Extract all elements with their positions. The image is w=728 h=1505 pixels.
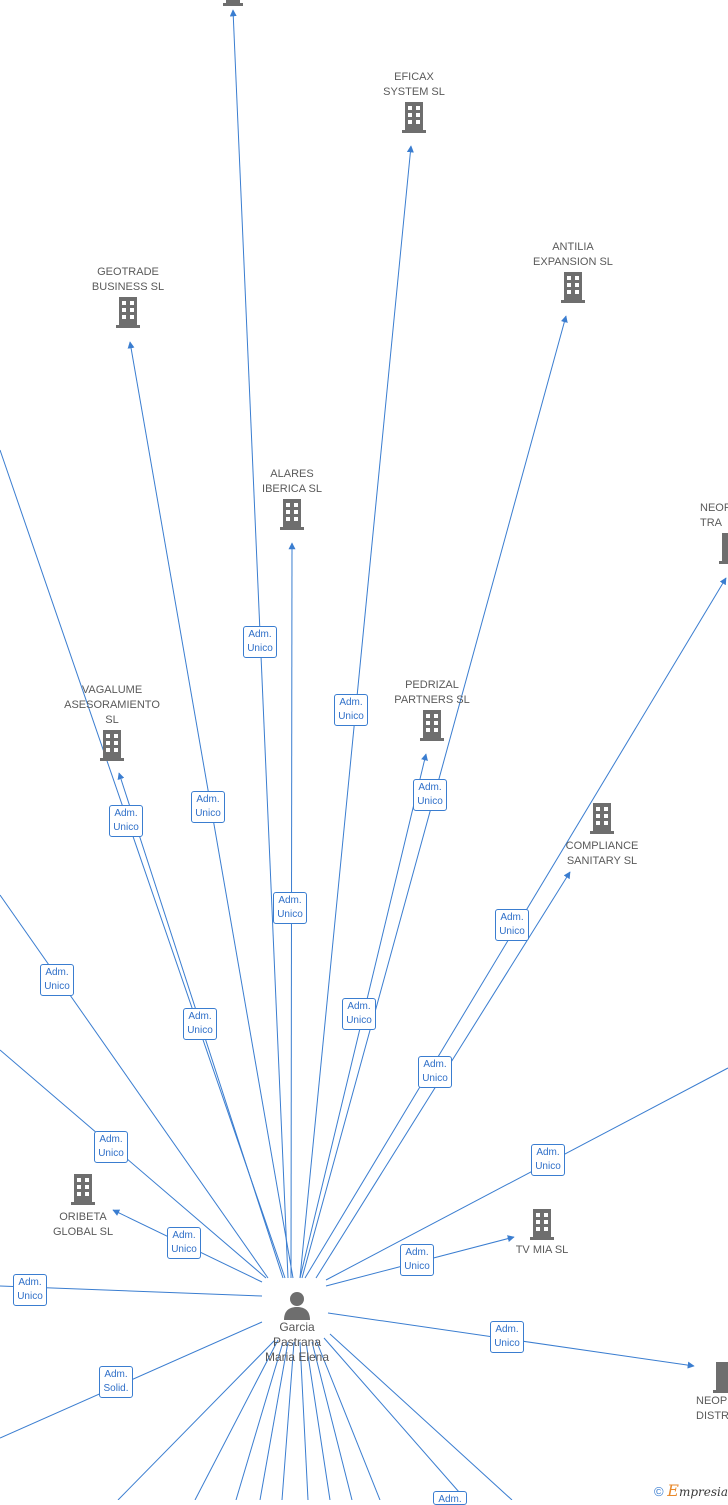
company-node-eficax[interactable]: EFICAX SYSTEM SL bbox=[368, 70, 460, 134]
relation-badge[interactable]: Adm. Solid. bbox=[99, 1366, 133, 1398]
relation-edge bbox=[311, 1341, 353, 1500]
company-node-oribeta[interactable]: ORIBETA GLOBAL SL bbox=[38, 1172, 128, 1240]
relation-badge[interactable]: Adm. Unico bbox=[273, 892, 307, 924]
building-icon bbox=[280, 499, 304, 530]
company-name: EFICAX SYSTEM SL bbox=[383, 71, 445, 98]
person-name: Garcia Pastrana Maria Elena bbox=[264, 1320, 330, 1364]
company-node-neop-distri[interactable]: NEOP DISTRI bbox=[692, 1360, 728, 1424]
person-icon bbox=[284, 1292, 310, 1320]
relation-badge[interactable]: Adm. Unico bbox=[109, 805, 143, 837]
building-icon bbox=[420, 710, 444, 741]
company-node-vagalume[interactable]: VAGALUME ASESORAMIENTO SL bbox=[56, 683, 168, 762]
relation-edge bbox=[194, 1339, 279, 1500]
relation-edge bbox=[281, 1341, 295, 1500]
company-name: NEOP TRA bbox=[700, 502, 728, 529]
relation-edge bbox=[235, 1341, 284, 1500]
relation-edge bbox=[117, 1339, 276, 1500]
relation-edge bbox=[315, 1339, 381, 1500]
relation-badge[interactable]: Adm. Unico bbox=[418, 1056, 452, 1088]
building-icon bbox=[530, 1209, 554, 1240]
building-icon bbox=[116, 297, 140, 328]
relation-badge[interactable]: Adm. Unico bbox=[495, 909, 529, 941]
building-icon bbox=[590, 803, 614, 834]
relation-edge bbox=[305, 1341, 331, 1500]
building-icon bbox=[719, 533, 728, 564]
company-name: ANTILIA EXPANSION SL bbox=[533, 241, 613, 268]
building-icon bbox=[402, 102, 426, 133]
company-name: GEOTRADE BUSINESS SL bbox=[91, 266, 165, 293]
relation-edge bbox=[0, 1049, 267, 1279]
relation-badge[interactable]: Adm. Unico bbox=[342, 998, 376, 1030]
relation-badge[interactable]: Adm. Unico bbox=[490, 1321, 524, 1353]
relation-badge[interactable]: Adm. Unico bbox=[334, 694, 368, 726]
company-name: TV MIA SL bbox=[515, 1244, 569, 1256]
relation-edge bbox=[329, 1333, 513, 1500]
company-node-tvmia[interactable]: TV MIA SL bbox=[500, 1207, 584, 1258]
person-node-center[interactable]: Garcia Pastrana Maria Elena bbox=[252, 1290, 342, 1365]
relation-badge[interactable]: Adm. Unico bbox=[167, 1227, 201, 1259]
relation-badge[interactable]: Adm. Unico bbox=[94, 1131, 128, 1163]
company-name: PEDRIZAL PARTNERS SL bbox=[394, 679, 470, 706]
company-node-neop-tra[interactable]: NEOP TRA bbox=[698, 501, 728, 565]
company-node-top-partial[interactable] bbox=[213, 0, 253, 6]
company-name: ORIBETA GLOBAL SL bbox=[52, 1211, 114, 1238]
company-name: NEOP DISTRI bbox=[696, 1395, 728, 1422]
footer-brand: © Empresia bbox=[654, 1481, 728, 1500]
relation-badge[interactable]: Adm. Unico bbox=[433, 1491, 467, 1505]
building-icon bbox=[71, 1174, 95, 1205]
relation-edge bbox=[325, 1067, 728, 1281]
relation-badge[interactable]: Adm. Unico bbox=[40, 964, 74, 996]
brand-logo-text: mpresia bbox=[678, 1485, 728, 1499]
relation-edge bbox=[299, 1341, 309, 1500]
relation-edge bbox=[259, 1341, 289, 1500]
copyright-symbol: © bbox=[654, 1484, 664, 1499]
relation-badge[interactable]: Adm. Unico bbox=[183, 1008, 217, 1040]
building-icon bbox=[561, 272, 585, 303]
building-icon bbox=[223, 0, 243, 6]
relation-badge[interactable]: Adm. Unico bbox=[400, 1244, 434, 1276]
relation-badge[interactable]: Adm. Unico bbox=[13, 1274, 47, 1306]
company-node-compliance[interactable]: COMPLIANCE SANITARY SL bbox=[552, 801, 652, 869]
company-name: VAGALUME ASESORAMIENTO SL bbox=[64, 684, 160, 726]
relation-badge[interactable]: Adm. Unico bbox=[531, 1144, 565, 1176]
company-node-geotrade[interactable]: GEOTRADE BUSINESS SL bbox=[78, 265, 178, 329]
relation-badge[interactable]: Adm. Unico bbox=[191, 791, 225, 823]
building-icon bbox=[713, 1362, 728, 1393]
relation-edge bbox=[0, 449, 286, 1279]
building-icon bbox=[100, 730, 124, 761]
company-node-alares[interactable]: ALARES IBERICA SL bbox=[248, 467, 336, 531]
brand-logo-initial: E bbox=[667, 1481, 679, 1500]
relation-badge[interactable]: Adm. Unico bbox=[413, 779, 447, 811]
company-name: COMPLIANCE SANITARY SL bbox=[565, 840, 639, 867]
company-node-antilia[interactable]: ANTILIA EXPANSION SL bbox=[520, 240, 626, 304]
company-name: ALARES IBERICA SL bbox=[262, 468, 322, 495]
relation-badge[interactable]: Adm. Unico bbox=[243, 626, 277, 658]
company-node-pedrizal[interactable]: PEDRIZAL PARTNERS SL bbox=[384, 678, 480, 742]
relation-edge bbox=[0, 894, 269, 1279]
relation-edge bbox=[323, 1337, 467, 1500]
